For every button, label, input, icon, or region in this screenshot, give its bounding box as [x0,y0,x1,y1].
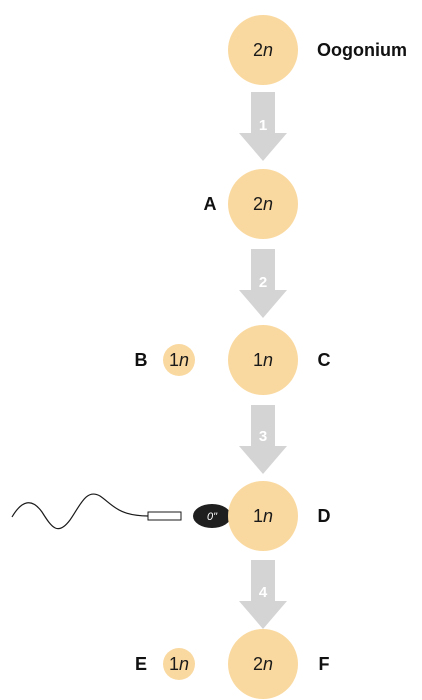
cell-d [228,481,298,551]
oogonium-cell [228,15,298,85]
step-number-4: 4 [259,584,268,601]
label-f: F [319,654,330,674]
step-arrow-2: 2 [239,249,287,318]
cell-f-ploidy: 2n [253,654,273,674]
cell-c [228,325,298,395]
step-number-2: 2 [259,274,267,291]
step-arrow-3: 3 [239,405,287,474]
cell-e-polar-body [163,648,195,680]
sperm: 0" [11,493,231,530]
oogonium-label: Oogonium [317,40,407,60]
cell-b-ploidy: 1n [169,350,189,370]
label-a: A [204,194,217,214]
oogonium-ploidy: 2n [253,40,273,60]
step-arrow-4: 4 [239,560,287,629]
label-b: B [135,350,148,370]
cell-c-ploidy: 1n [253,350,273,370]
step-number-3: 3 [259,428,267,445]
cell-b-polar-body [163,344,195,376]
label-d: D [318,506,331,526]
label-e: E [135,654,147,674]
sperm-midpiece [147,511,182,521]
sperm-head [193,504,231,528]
sperm-head-label: 0" [207,511,218,523]
cell-a [228,169,298,239]
sperm-tail [11,493,149,530]
cell-d-ploidy: 1n [253,506,273,526]
cell-a-ploidy: 2n [253,194,273,214]
label-c: C [318,350,331,370]
cell-f [228,629,298,699]
step-number-1: 1 [259,117,267,134]
step-arrow-1: 1 [239,92,287,161]
cell-e-ploidy: 1n [169,654,189,674]
